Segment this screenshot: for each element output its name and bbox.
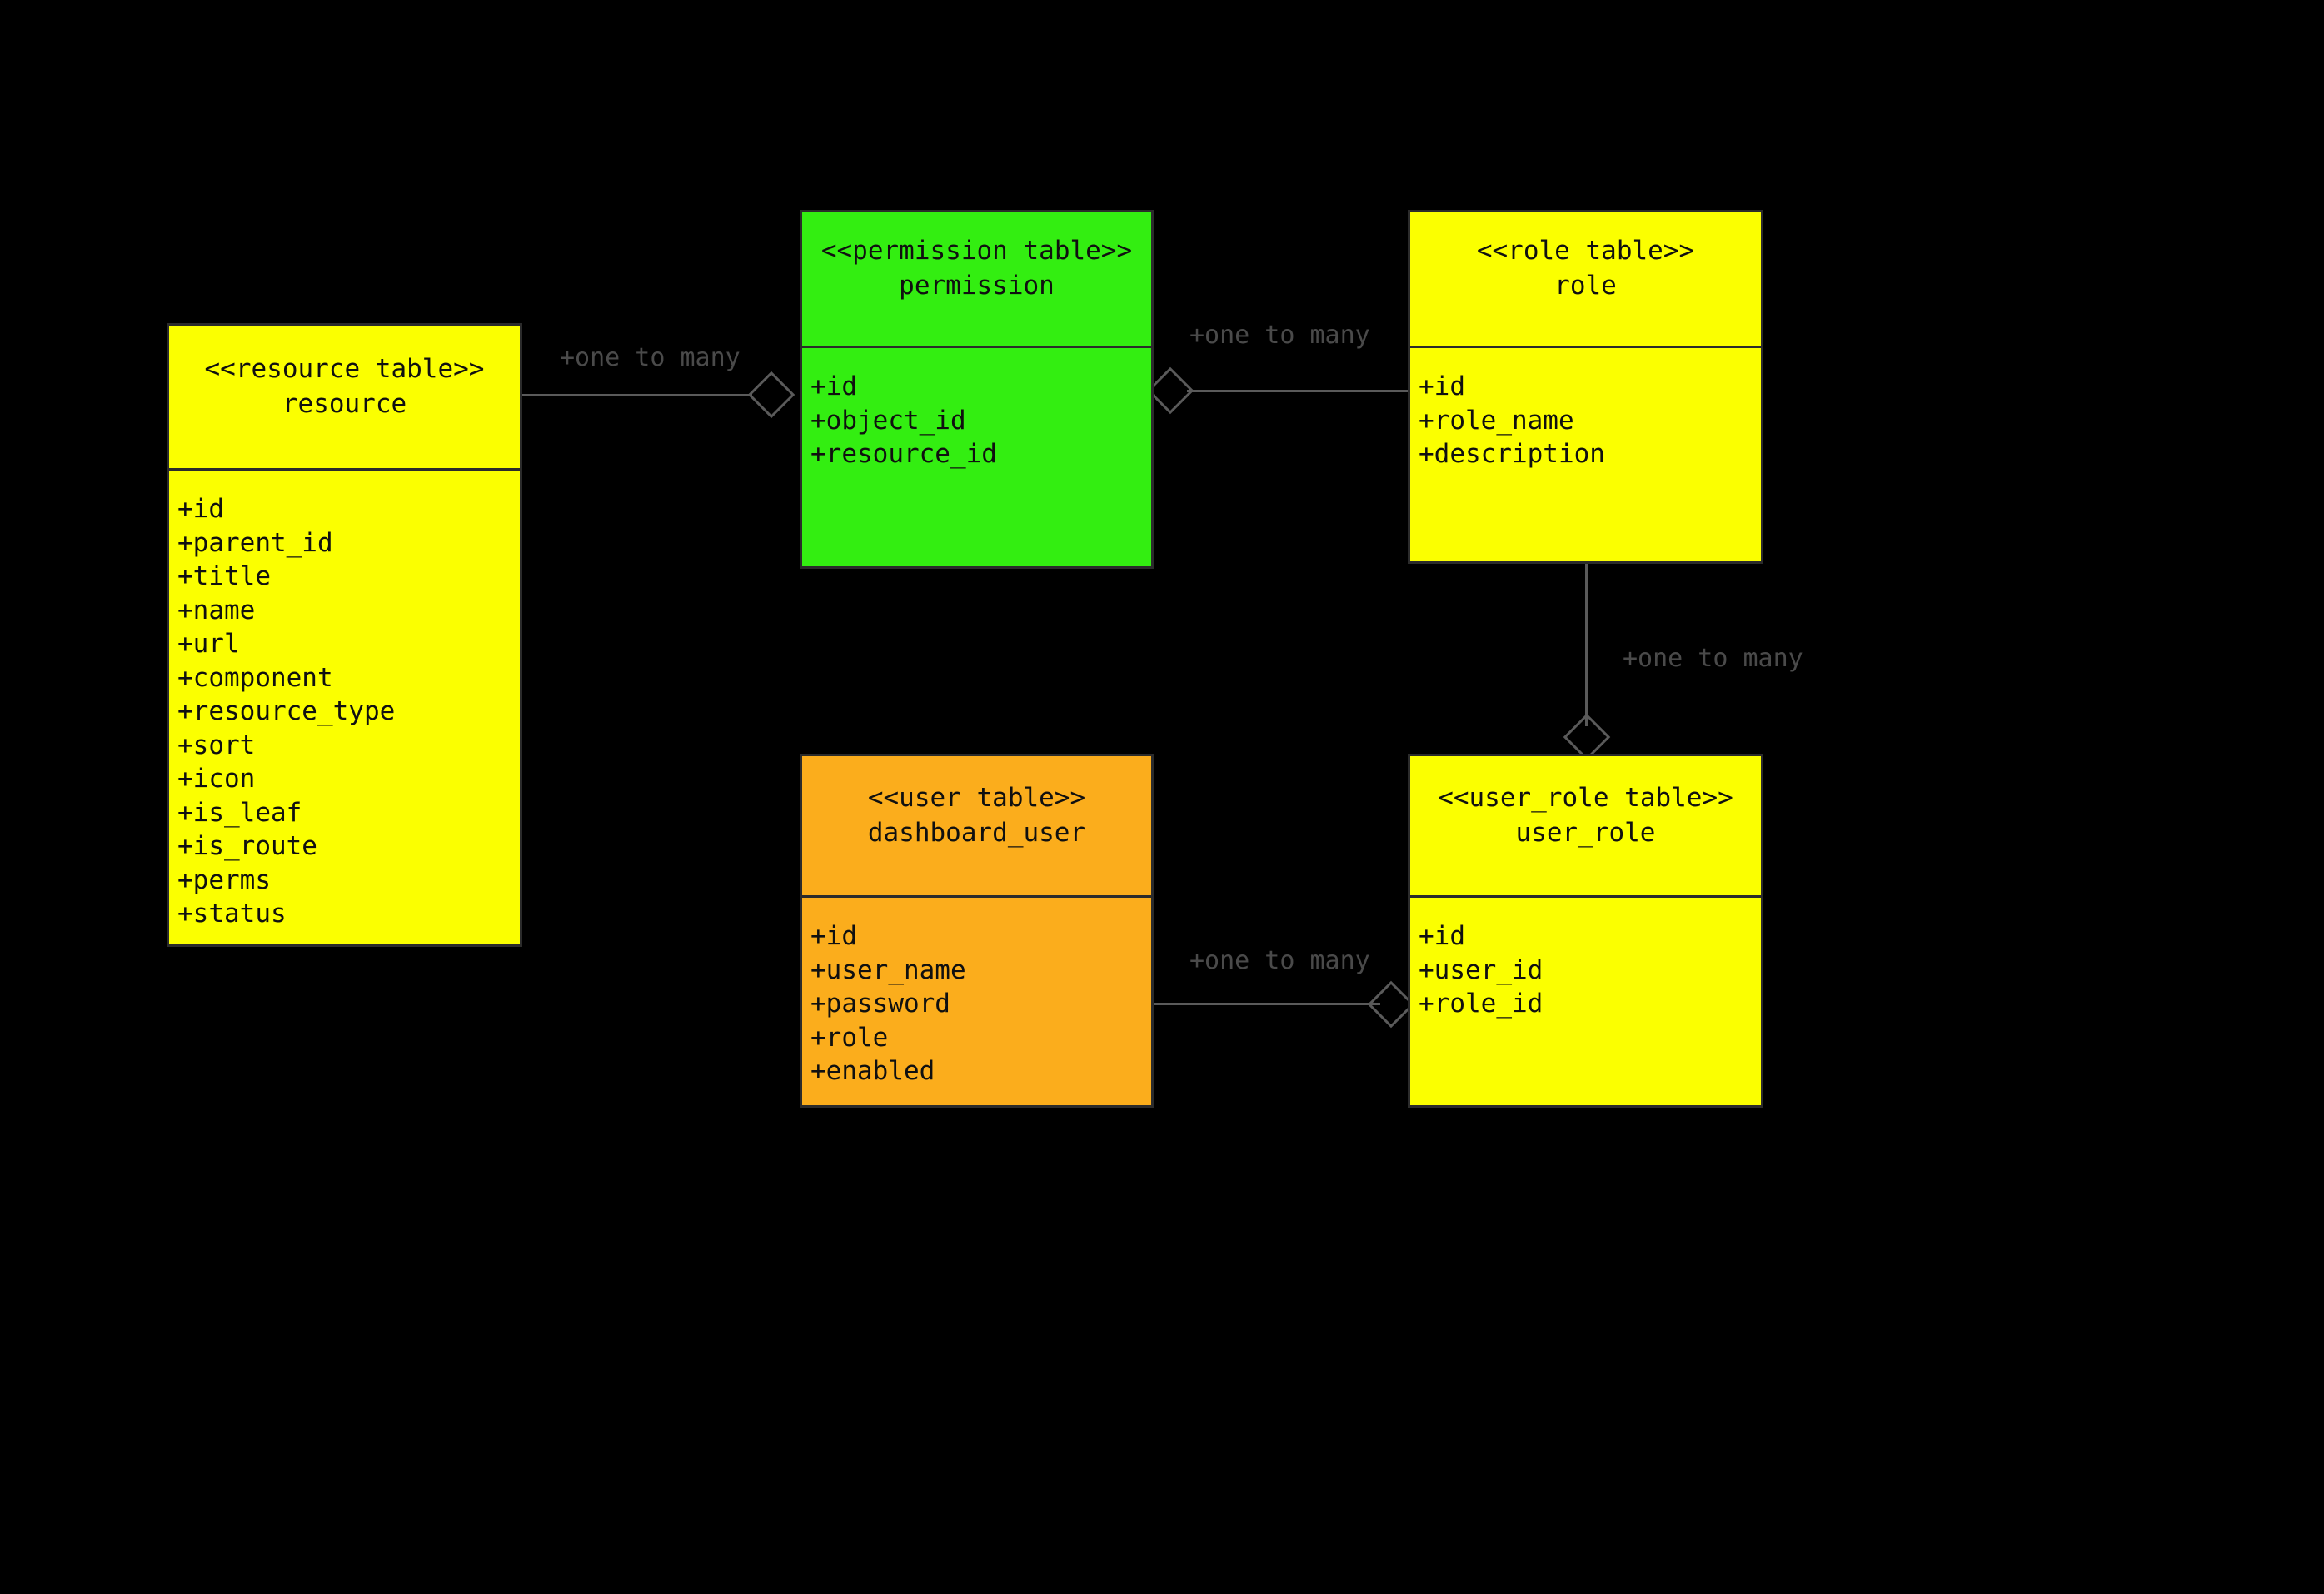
attribute-row: +component	[177, 662, 333, 693]
class-header-resource: <<resource table>> resource	[169, 326, 520, 471]
attribute-row: +id	[1419, 371, 1465, 401]
class-stereotype-dashboard-user: <<user table>>	[867, 782, 1086, 813]
class-box-role[interactable]: <<role table>> role +id +role_name +desc…	[1408, 210, 1763, 564]
edge-user-userrole-label: +one to many	[1189, 946, 1370, 975]
class-box-user-role[interactable]: <<user_role table>> user_role +id +user_…	[1408, 754, 1763, 1108]
class-name-permission: permission	[899, 271, 1055, 301]
class-header-role: <<role table>> role	[1410, 212, 1761, 348]
attribute-row: +parent_id	[177, 527, 333, 558]
class-name-user-role: user_role	[1515, 817, 1656, 848]
attribute-row: +perms	[177, 864, 271, 895]
attribute-row: +object_id	[810, 405, 966, 436]
attribute-row: +role_name	[1419, 405, 1574, 436]
attribute-row: +is_leaf	[177, 797, 302, 828]
attribute-row: +icon	[177, 764, 256, 794]
class-stereotype-permission: <<permission table>>	[820, 236, 1133, 266]
class-attributes-permission: +id +object_id +resource_id	[802, 348, 1151, 566]
attribute-row: +role	[810, 1022, 889, 1053]
attribute-row: +description	[1419, 439, 1605, 469]
class-attributes-resource: +id +parent_id +title +name +url +compon…	[169, 471, 520, 944]
edge-role-userrole-line	[1585, 564, 1588, 726]
attribute-row: +password	[810, 989, 950, 1019]
attribute-row: +status	[177, 899, 287, 929]
class-name-role: role	[1554, 271, 1617, 301]
edge-permission-role-label: +one to many	[1189, 321, 1370, 350]
attribute-row: +title	[177, 561, 271, 591]
class-name-resource: resource	[282, 388, 407, 419]
edge-role-userrole-label: +one to many	[1623, 644, 1803, 673]
attribute-row: +sort	[177, 730, 256, 760]
attribute-row: +user_name	[810, 954, 966, 985]
edge-permission-role-diamond-icon	[1146, 366, 1194, 415]
class-stereotype-role: <<role table>>	[1476, 236, 1695, 266]
attribute-row: +id	[177, 494, 224, 524]
edge-resource-permission-diamond-icon	[747, 371, 795, 419]
class-header-user-role: <<user_role table>> user_role	[1410, 756, 1761, 898]
class-attributes-user-role: +id +user_id +role_id	[1410, 898, 1761, 1105]
class-stereotype-user-role: <<user_role table>>	[1438, 782, 1733, 813]
edge-resource-permission-label: +one to many	[560, 343, 741, 372]
attribute-row: +name	[177, 595, 256, 625]
attribute-row: +id	[810, 921, 857, 951]
class-attributes-dashboard-user: +id +user_name +password +role +enabled	[802, 898, 1151, 1105]
class-header-permission: <<permission table>> permission	[802, 212, 1151, 348]
attribute-row: +user_id	[1419, 954, 1544, 985]
attribute-row: +role_id	[1419, 989, 1544, 1019]
edge-permission-role-line	[1187, 390, 1408, 392]
class-stereotype-resource: <<resource table>>	[204, 353, 485, 384]
class-header-dashboard-user: <<user table>> dashboard_user	[802, 756, 1151, 898]
edge-resource-permission-line	[522, 394, 752, 396]
class-attributes-role: +id +role_name +description	[1410, 348, 1761, 561]
class-box-dashboard-user[interactable]: <<user table>> dashboard_user +id +user_…	[800, 754, 1154, 1108]
class-box-resource[interactable]: <<resource table>> resource +id +parent_…	[167, 323, 522, 947]
edge-user-userrole-line	[1154, 1003, 1380, 1005]
attribute-row: +is_route	[177, 831, 317, 861]
class-name-dashboard-user: dashboard_user	[867, 817, 1086, 848]
attribute-row: +resource_id	[810, 439, 997, 469]
attribute-row: +enabled	[810, 1056, 935, 1086]
attribute-row: +resource_type	[177, 696, 396, 726]
attribute-row: +id	[1419, 921, 1465, 951]
attribute-row: +id	[810, 371, 857, 401]
class-box-permission[interactable]: <<permission table>> permission +id +obj…	[800, 210, 1154, 569]
attribute-row: +url	[177, 629, 240, 659]
